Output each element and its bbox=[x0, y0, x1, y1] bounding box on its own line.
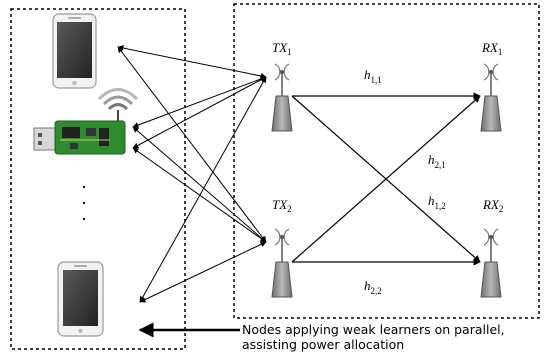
label-h12: h1,2 bbox=[428, 193, 446, 211]
caption-line-1: Nodes applying weak learners on parallel… bbox=[242, 322, 505, 337]
caption-line-2: assisting power allocation bbox=[242, 337, 405, 352]
label-rx2: RX2 bbox=[482, 197, 503, 214]
tx1-antenna-icon bbox=[271, 63, 293, 132]
label-rx1: RX1 bbox=[481, 40, 502, 57]
usb-wireless-node-icon bbox=[33, 88, 139, 155]
rx1-antenna-icon bbox=[480, 63, 502, 132]
device-link-arrows bbox=[117, 45, 267, 303]
label-tx1: TX1 bbox=[272, 40, 292, 57]
arrow-h21 bbox=[291, 95, 481, 263]
caption: Nodes applying weak learners on parallel… bbox=[242, 322, 542, 352]
vertical-ellipsis bbox=[82, 185, 86, 221]
label-h21: h2,1 bbox=[428, 152, 446, 170]
label-h11: h1,1 bbox=[364, 67, 382, 85]
channel-arrows bbox=[291, 92, 481, 266]
smartphone-top-icon bbox=[52, 13, 97, 89]
label-tx2: TX2 bbox=[272, 197, 292, 214]
label-h22: h2,2 bbox=[364, 278, 382, 296]
smartphone-bottom-icon bbox=[57, 261, 104, 337]
rx2-antenna-icon bbox=[480, 228, 502, 298]
tx2-antenna-icon bbox=[271, 228, 293, 298]
